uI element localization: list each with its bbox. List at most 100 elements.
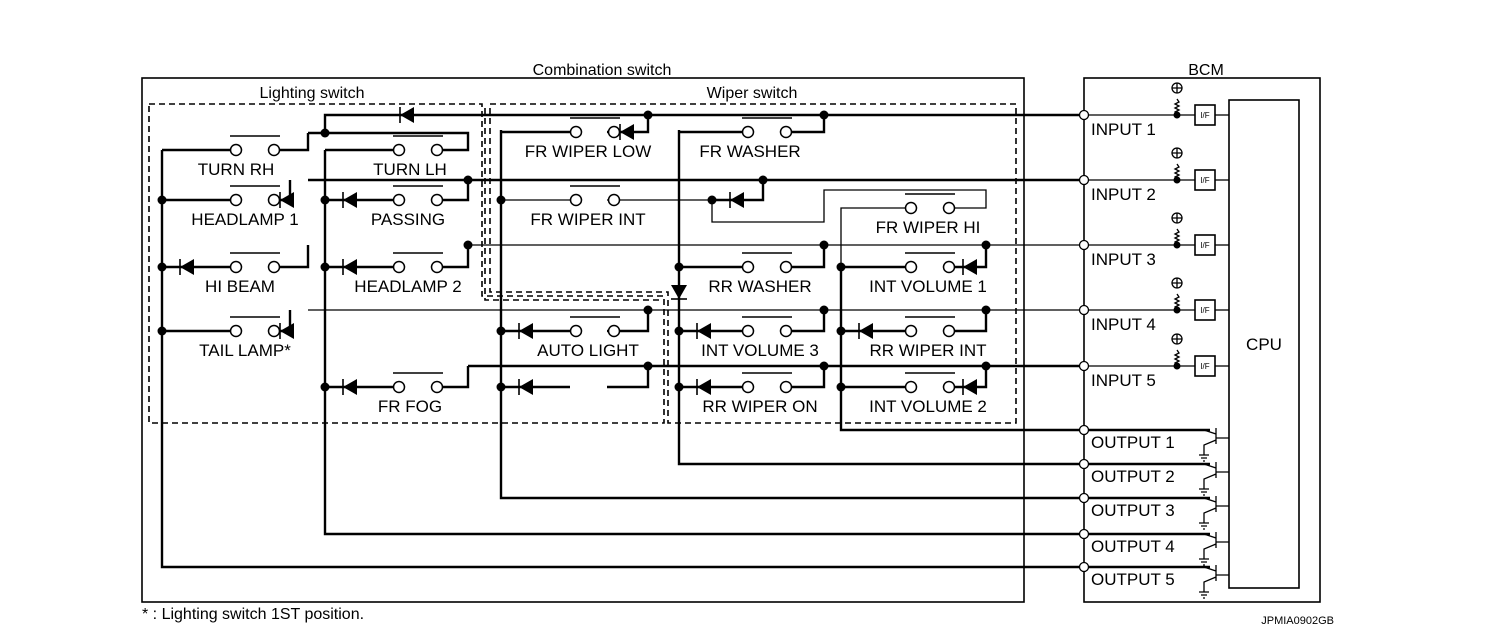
auto-light-2-line	[501, 366, 650, 389]
combination-switch-box	[141, 77, 1025, 603]
junction-dot	[819, 110, 829, 120]
switch-contact	[267, 324, 281, 338]
plus-sign	[1172, 334, 1182, 344]
lighting-4-label: HI BEAM	[205, 277, 275, 296]
wiper-8-switch	[741, 372, 793, 394]
switch-contact	[229, 260, 243, 274]
output-terminal	[1078, 458, 1090, 470]
switch-contact	[942, 380, 956, 394]
switch-contact	[942, 260, 956, 274]
lighting-4-switch	[229, 252, 281, 274]
wiper-8-label: RR WIPER ON	[702, 397, 817, 416]
wiper-1-label: FR WASHER	[699, 142, 800, 161]
switch-contact	[267, 143, 281, 157]
resistor-icon	[1173, 349, 1181, 367]
transistor-icon	[1203, 496, 1229, 523]
turn-rh-line	[162, 133, 310, 152]
junction-dot	[981, 240, 991, 250]
diode-icon	[697, 379, 711, 395]
lighting-8-switch	[569, 316, 621, 338]
output-terminal	[1078, 492, 1090, 504]
switch-contact	[779, 324, 793, 338]
if-label: I/F	[1200, 362, 1209, 371]
fr-fog-line	[325, 366, 470, 389]
wiper-3-switch	[904, 193, 956, 215]
switch-contact	[392, 260, 406, 274]
ground-icon	[1199, 488, 1209, 496]
lighting-switch-outline	[148, 103, 665, 424]
junction-dot	[758, 175, 768, 185]
transistor-icon	[1203, 565, 1229, 592]
footnote: * : Lighting switch 1ST position.	[142, 606, 364, 623]
switch-contact	[942, 324, 956, 338]
lighting-0-label: TURN RH	[198, 160, 275, 179]
junction-dot	[496, 195, 506, 205]
turn-lh-loop	[308, 131, 470, 152]
diode-icon	[963, 259, 977, 275]
junction-dot	[643, 110, 653, 120]
resistor-icon	[1173, 293, 1181, 311]
fr-wiper-int-loop	[711, 189, 987, 223]
ground-icon	[1199, 454, 1209, 462]
switch-contact	[569, 324, 583, 338]
plus-sign	[1172, 148, 1182, 158]
passing-line	[325, 180, 470, 202]
output-terminal	[1078, 561, 1090, 573]
junction-dot	[320, 382, 330, 392]
bcm-title: BCM	[1188, 62, 1224, 79]
int-volume1-line	[841, 245, 988, 269]
junction-dot	[157, 262, 167, 272]
switch-contact	[779, 380, 793, 394]
junction-dot	[707, 195, 717, 205]
lighting-7-label: FR FOG	[378, 397, 442, 416]
cpu-box	[1228, 99, 1300, 589]
wiper-2-label: FR WIPER INT	[530, 210, 645, 229]
diode-icon	[963, 379, 977, 395]
lighting-6-switch	[229, 316, 281, 338]
switch-contact	[229, 324, 243, 338]
switch-contact	[779, 260, 793, 274]
resistor-icon	[1173, 228, 1181, 246]
wiper-3-label: FR WIPER HI	[876, 218, 981, 237]
lighting-5-label: HEADLAMP 2	[354, 277, 461, 296]
output-label: OUTPUT 5	[1091, 570, 1175, 589]
diode-icon	[343, 379, 357, 395]
combination-switch-title: Combination switch	[533, 62, 672, 79]
lighting-7-switch	[392, 372, 444, 394]
wiper-7-switch	[904, 316, 956, 338]
wiper-0-switch	[569, 117, 621, 139]
wiper-5-label: INT VOLUME 1	[869, 277, 987, 296]
fr-washer-line	[679, 115, 826, 134]
junction-dot	[981, 361, 991, 371]
wiper-1-switch	[741, 117, 793, 139]
output-label: OUTPUT 1	[1091, 433, 1175, 452]
junction-dot	[643, 305, 653, 315]
junction-dot	[674, 382, 684, 392]
wiper-7-label: RR WIPER INT	[869, 341, 986, 360]
if-label: I/F	[1200, 111, 1209, 120]
switch-contact	[607, 193, 621, 207]
diodes	[179, 107, 977, 395]
switch-contact	[779, 125, 793, 139]
lighting-1-switch	[392, 135, 444, 157]
lighting-5-switch	[392, 252, 444, 274]
rr-washer-line	[679, 245, 826, 269]
diode-icon	[730, 192, 744, 208]
diode-icon	[519, 379, 533, 395]
junction-dot	[836, 382, 846, 392]
junction-dot	[496, 326, 506, 336]
headlamp2-line	[325, 245, 470, 269]
switch-contact	[229, 193, 243, 207]
output-label: OUTPUT 3	[1091, 501, 1175, 520]
plus-sign	[1172, 213, 1182, 223]
switch-contact	[607, 324, 621, 338]
junction-dot	[836, 326, 846, 336]
output5-line	[160, 150, 1210, 569]
lighting-2-switch	[229, 185, 281, 207]
switch-contact	[904, 260, 918, 274]
switch-contact	[741, 125, 755, 139]
auto-light-line	[501, 310, 650, 333]
lighting-6-label: TAIL LAMP*	[199, 341, 291, 360]
junction-dot	[674, 262, 684, 272]
